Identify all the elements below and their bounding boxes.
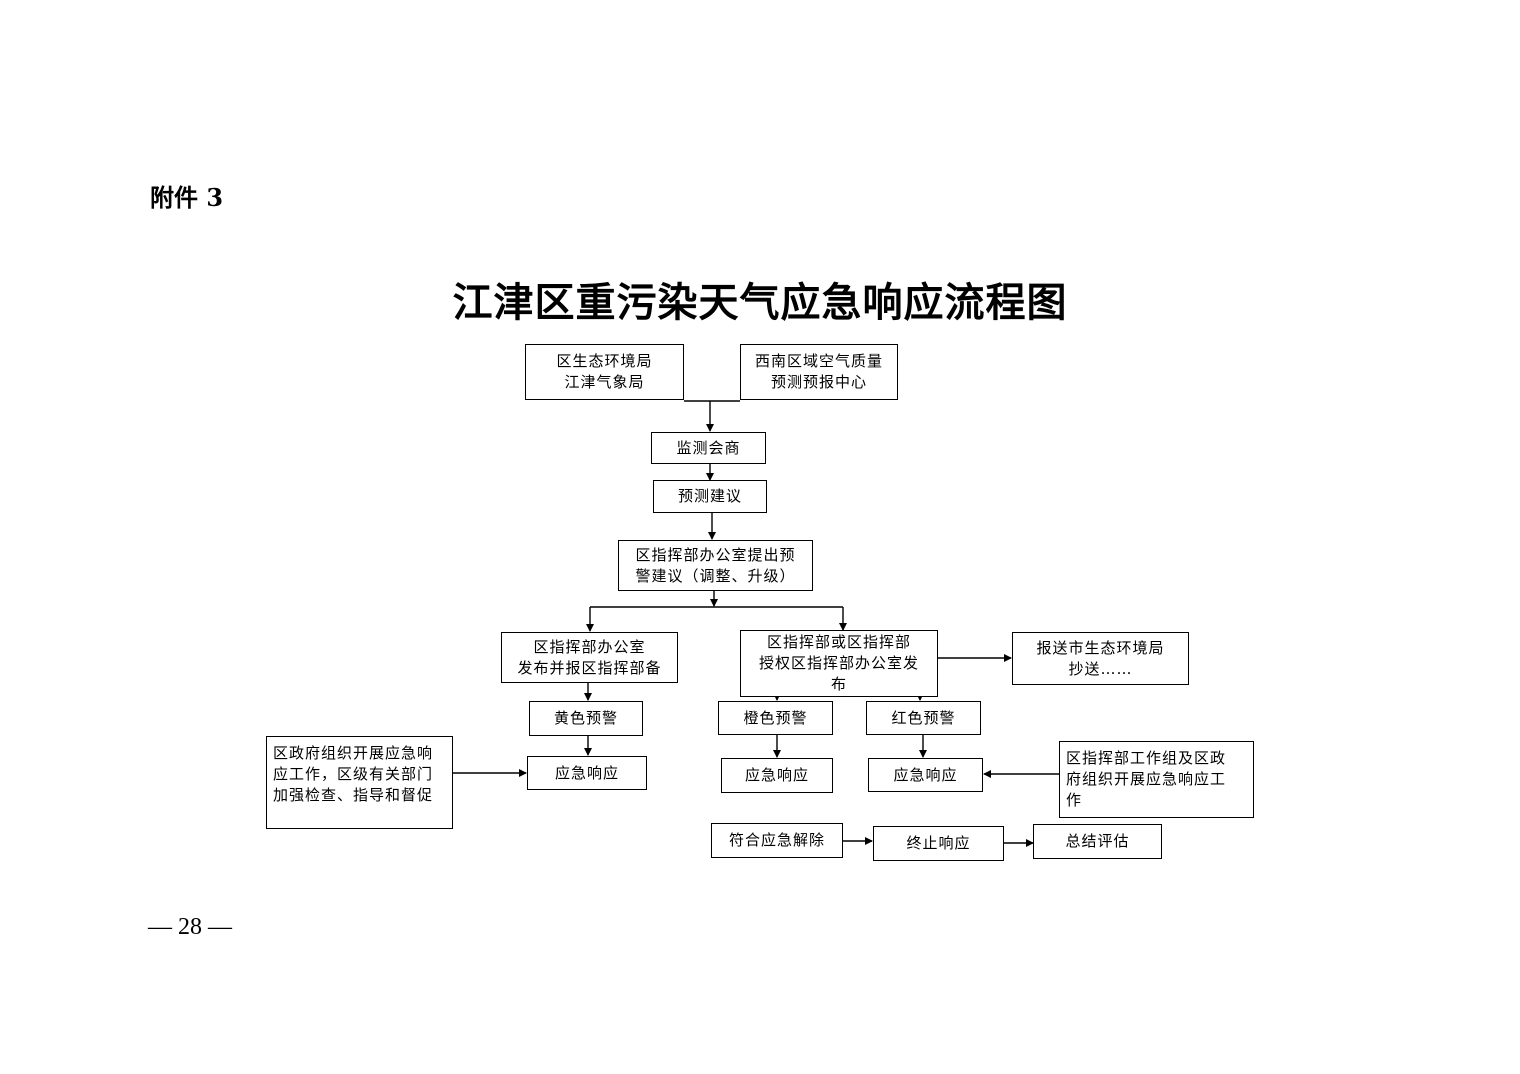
node-source-ecology: 区生态环境局 江津气象局 xyxy=(525,344,684,400)
attachment-label: 附件 3 xyxy=(150,183,224,212)
node-evaluate: 总结评估 xyxy=(1033,824,1162,859)
node-gov-left: 区政府组织开展应急响 应工作，区级有关部门 加强检查、指导和督促 xyxy=(266,736,453,829)
node-yellow-alert: 黄色预警 xyxy=(529,701,643,736)
node-lift: 符合应急解除 xyxy=(711,823,843,858)
node-terminate: 终止响应 xyxy=(873,826,1004,861)
node-forecast: 预测建议 xyxy=(653,480,767,513)
node-response-red: 应急响应 xyxy=(868,758,983,792)
node-response-orange: 应急响应 xyxy=(721,758,833,793)
node-source-center: 西南区域空气质量 预测预报中心 xyxy=(740,344,898,400)
node-monitor: 监测会商 xyxy=(651,432,766,464)
node-gov-right: 区指挥部工作组及区政 府组织开展应急响应工 作 xyxy=(1059,741,1254,818)
node-proposal: 区指挥部办公室提出预 警建议（调整、升级） xyxy=(618,540,813,591)
node-orange-alert: 橙色预警 xyxy=(718,701,833,735)
node-report: 报送市生态环境局 抄送…… xyxy=(1012,632,1189,685)
node-publish-orange-red: 区指挥部或区指挥部 授权区指挥部办公室发 布 xyxy=(740,630,938,697)
page-title: 江津区重污染天气应急响应流程图 xyxy=(452,279,1068,326)
node-publish-yellow: 区指挥部办公室 发布并报区指挥部备 xyxy=(501,632,678,683)
page-number: — 28 — xyxy=(148,914,232,940)
node-response-yellow: 应急响应 xyxy=(527,756,647,790)
node-red-alert: 红色预警 xyxy=(866,701,981,735)
